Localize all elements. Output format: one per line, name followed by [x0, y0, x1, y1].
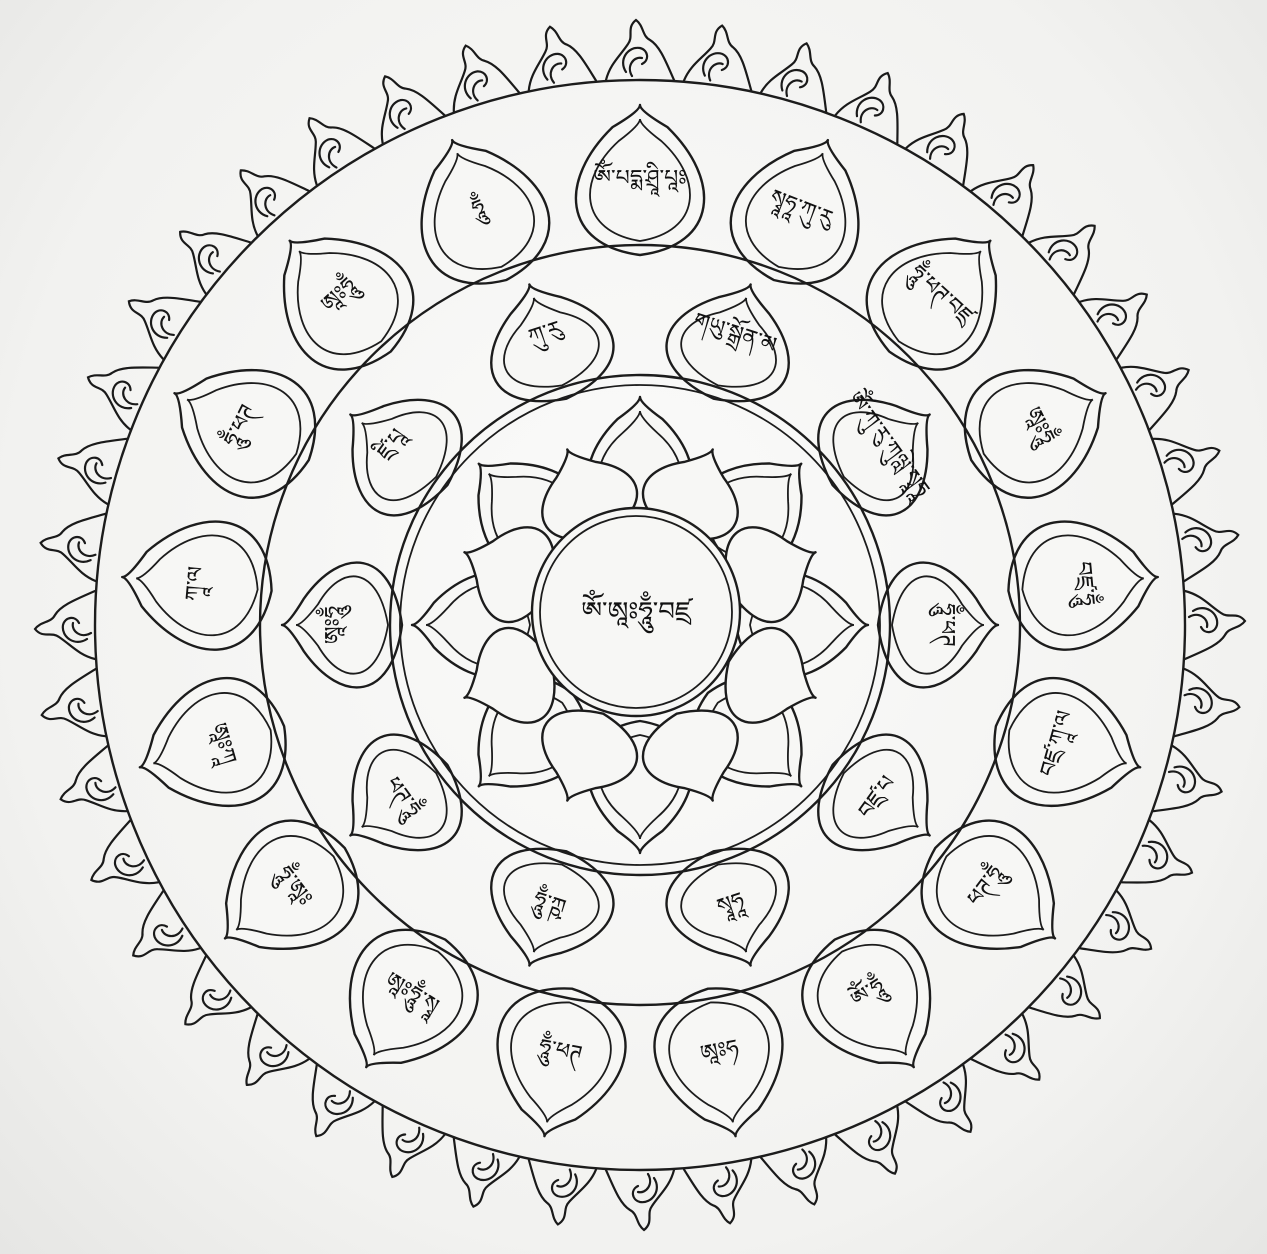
flame-tongue [1175, 505, 1244, 581]
flame-tongue [358, 61, 445, 144]
flame-tongue [76, 343, 159, 430]
flame-tongue [284, 1065, 374, 1152]
middle-ring-petal: ཨོཾ་ཀུ་རུ་ཀུལླེ་སྭཱཧཱ [796, 364, 966, 536]
flame-tongue [218, 1015, 309, 1105]
flame-tongue [835, 1107, 922, 1190]
outer-ring-petal: ཧཱུྃ་ཕཊ [481, 977, 635, 1148]
flame-tongue [761, 35, 843, 112]
flame-tongue [218, 146, 309, 236]
outer-ring-petal: བཛྲ་ཧཱུྃ [1003, 513, 1164, 654]
outer-ring-petal: ཧཱུྃ་ཕཊ [146, 336, 337, 518]
flame-tongue [35, 591, 95, 659]
flame-tongue [684, 21, 760, 90]
outer-ring-petal: ཨོཾ་ཧཱུྃ [780, 906, 968, 1101]
flame-tongue [437, 35, 519, 112]
outer-ring-petal: ཨཱཿཧ [645, 977, 799, 1148]
outer-ring-petal: ཧཱུྃ [392, 117, 566, 303]
flame-tongue [1030, 956, 1120, 1047]
flame-tongue [36, 505, 105, 581]
flame-tongue [113, 269, 200, 359]
middle-ring-petal: སྭཱཧཱ [654, 832, 810, 985]
outer-ring-petal: ཨཱཿཧཱུྃ [943, 336, 1134, 518]
flame-tongue [358, 1107, 445, 1190]
flame-tongue [50, 422, 127, 504]
flame-tongue [50, 746, 127, 828]
flame-tongue [1153, 422, 1230, 504]
flame-tongue [1080, 891, 1167, 981]
flame-tongue [1080, 269, 1167, 359]
outer-ring-petal: བཛྲ་ཀཱ་ལ [978, 665, 1157, 829]
flame-tongue [835, 61, 922, 144]
middle-ring-petal: ཀུ་རུ [470, 265, 626, 418]
middle-ring-petal: ཛྲི་པཱ [314, 364, 484, 536]
flame-tongue [284, 98, 374, 185]
flame-tongue [113, 891, 200, 981]
flame-tongue [971, 1015, 1062, 1105]
outer-ring-petal: ཨཱཿཧཱུྃ་སྭཱ [312, 906, 500, 1101]
flame-tongue [606, 20, 674, 80]
flame-tongue [1185, 591, 1245, 659]
flame-tongue [1122, 820, 1205, 907]
flame-tongue [36, 669, 105, 745]
flame-tongue [1122, 343, 1205, 430]
flame-tongue [1153, 746, 1230, 828]
outer-ring-petal: ཨོཾ་པདྨ་ཤྲཱི་པཱཿ [576, 105, 704, 255]
flame-tongue [520, 1160, 596, 1229]
middle-ring-petal: ཧཱུྃ་ཕཊ [878, 563, 998, 688]
middle-ring-petal: ཨཱཿཧཱུྃ [282, 563, 402, 688]
outer-ring-petal: ཧཱུྃ་ཕཊ་བཛྲ [842, 198, 1038, 395]
outer-ring-petal: ཀཱ་ལ [116, 513, 277, 654]
flame-tongue [1175, 669, 1244, 745]
flame-tongue [161, 956, 251, 1047]
outer-ring-petal: སྭཱཧཱ་ཀུ་རུ [714, 117, 888, 303]
outer-ring-petal: ཨཱཿཀཱ [122, 665, 301, 829]
outer-ring-petal: ཨཱཿཧཱུྃ [242, 198, 438, 395]
flame-tongue [684, 1160, 760, 1229]
flame-tongue [161, 203, 251, 294]
middle-ring-petal: ཧཱུྃ་ཀྵ [470, 832, 626, 985]
flame-tongue [76, 820, 159, 907]
flame-tongue [971, 146, 1062, 236]
flame-tongue [437, 1138, 519, 1215]
flame-tongue [761, 1138, 843, 1215]
middle-ring-petal: གཡུ་སྒྲོན་མ [654, 265, 810, 418]
flame-tongue [906, 98, 996, 185]
flame-tongue [1030, 203, 1120, 294]
flame-tongue [520, 21, 596, 90]
flame-tongue [606, 1170, 674, 1230]
flame-tongue [906, 1065, 996, 1152]
